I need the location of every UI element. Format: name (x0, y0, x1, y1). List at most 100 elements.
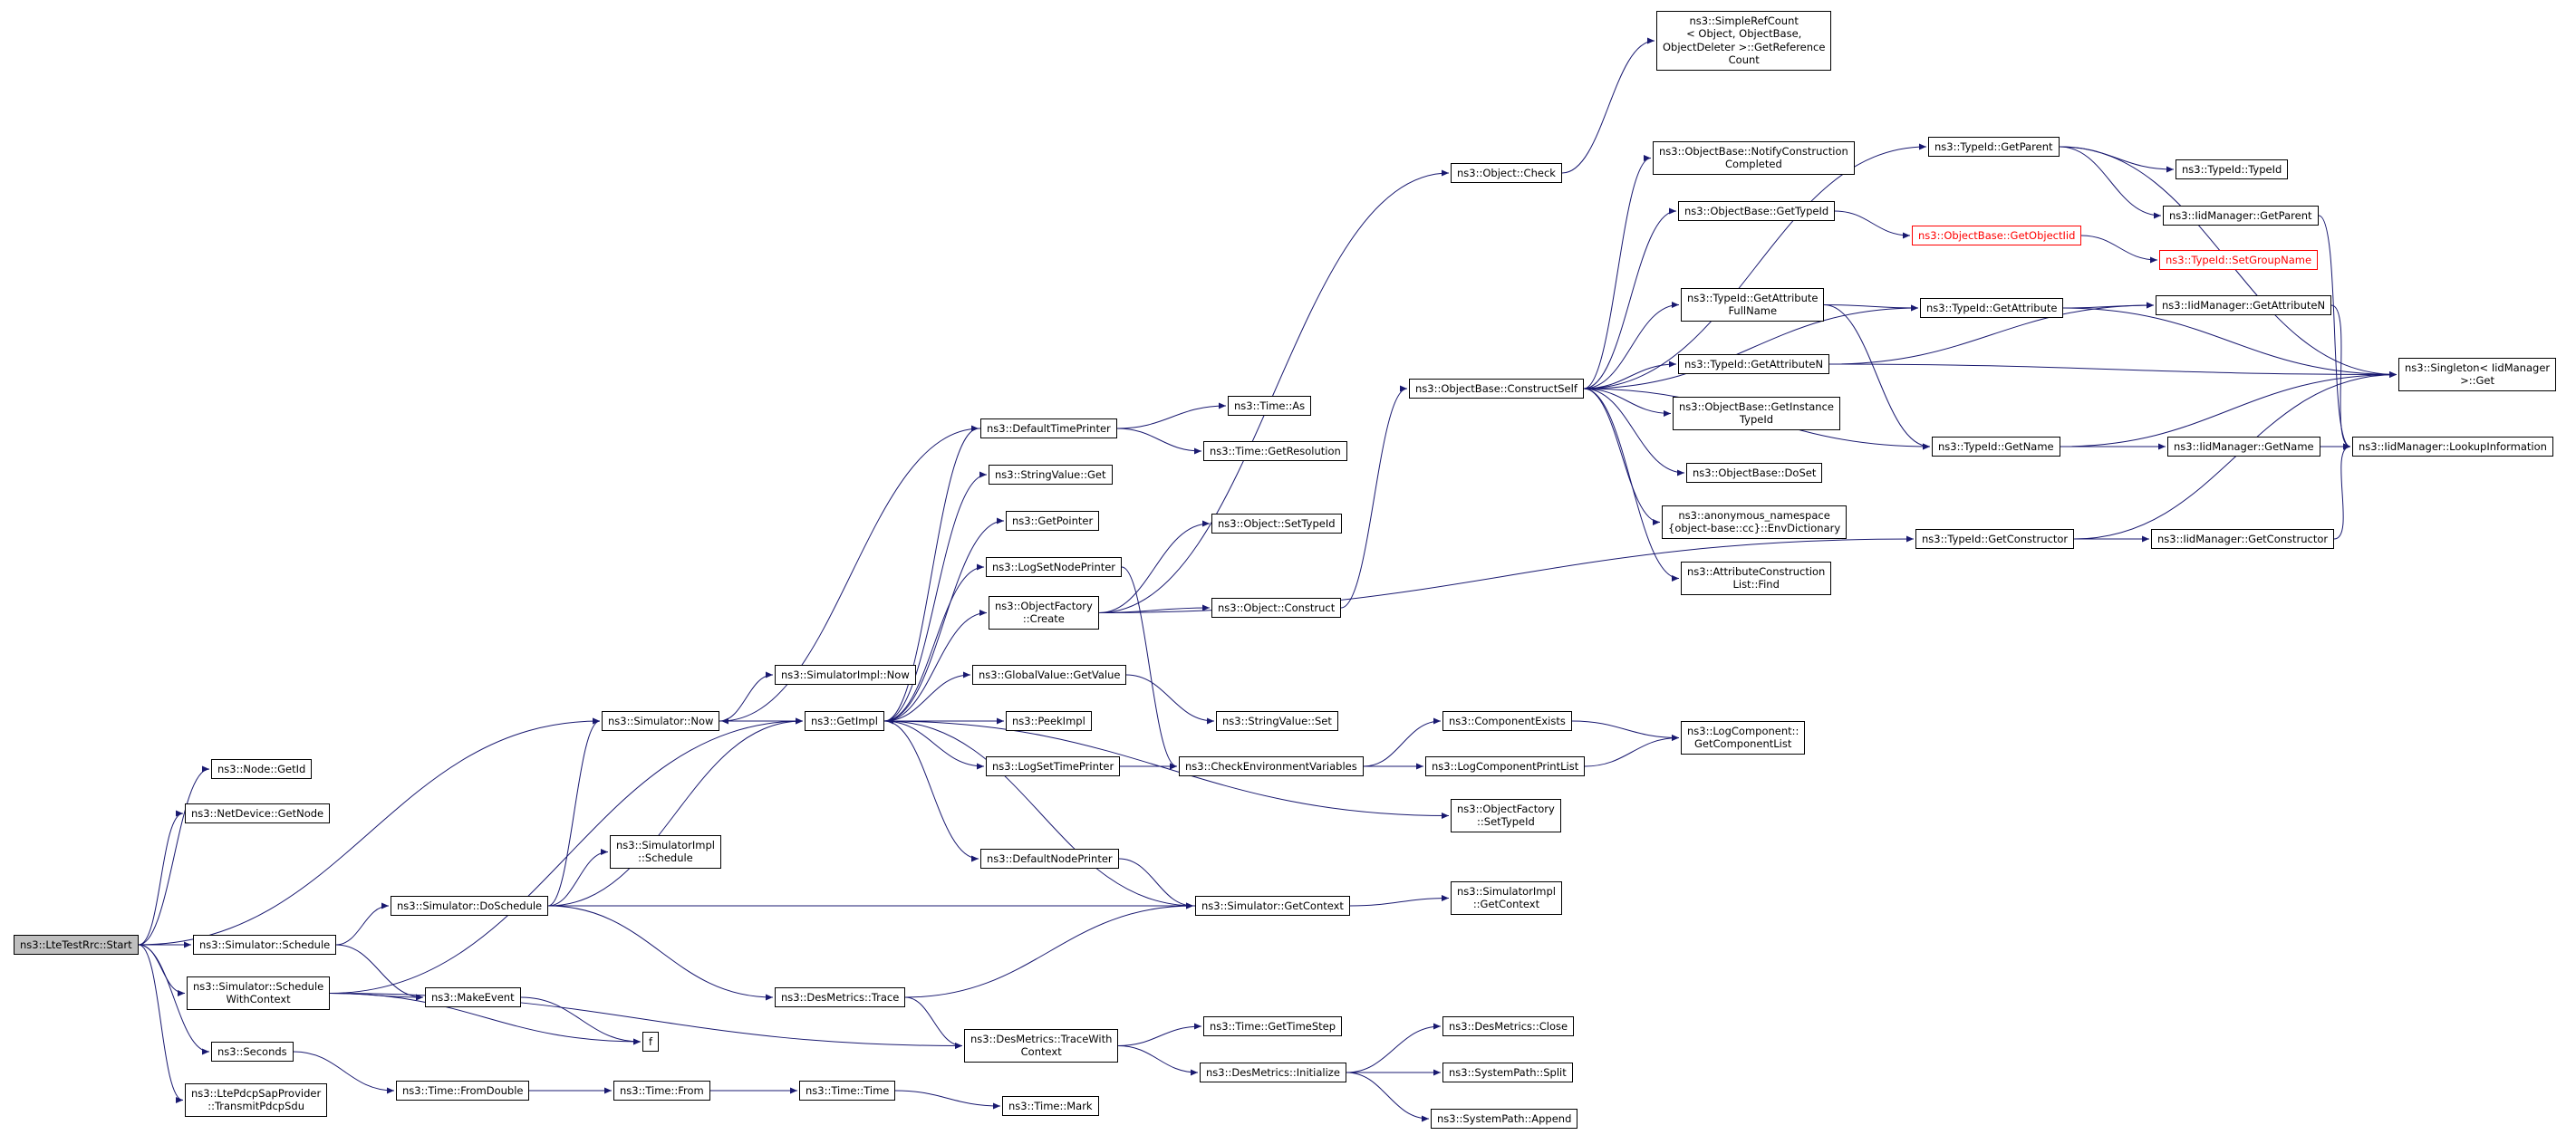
graph-node-des-init[interactable]: ns3::DesMetrics::Initialize (1200, 1063, 1346, 1083)
graph-edge-time-time-to-time-mark (894, 1090, 1001, 1110)
graph-node-tid-tid[interactable]: ns3::TypeId::TypeId (2176, 159, 2289, 180)
graph-node-time-gettimestep[interactable]: ns3::Time::GetTimeStep (1203, 1016, 1343, 1037)
graph-edge-construct-self-to-notify-construction (1583, 154, 1652, 390)
graph-node-node-getid[interactable]: ns3::Node::GetId (211, 759, 313, 780)
graph-node-obj-construct[interactable]: ns3::Object::Construct (1211, 598, 1342, 619)
graph-node-des-twc[interactable]: ns3::DesMetrics::TraceWith Context (964, 1029, 1119, 1063)
graph-node-obj-settypeid[interactable]: ns3::Object::SetTypeId (1211, 514, 1342, 534)
graph-node-log-set-node-printer[interactable]: ns3::LogSetNodePrinter (986, 557, 1123, 578)
graph-node-syspath-append[interactable]: ns3::SystemPath::Append (1431, 1109, 1578, 1130)
graph-node-env-dictionary[interactable]: ns3::anonymous_namespace {object-base::c… (1662, 505, 1848, 539)
graph-node-gv-getvalue[interactable]: ns3::GlobalValue::GetValue (972, 665, 1127, 686)
graph-node-iid-getparent[interactable]: ns3::IidManager::GetParent (2163, 206, 2319, 226)
graph-node-f[interactable]: f (642, 1032, 660, 1053)
graph-node-time-fromdouble[interactable]: ns3::Time::FromDouble (396, 1081, 530, 1101)
graph-edge-do-schedule-to-simimpl-schedule (547, 848, 609, 907)
graph-edge-make-event-to-f (520, 996, 642, 1045)
graph-node-sim-schedule[interactable]: ns3::Simulator::Schedule (193, 935, 337, 956)
graph-edge-get-impl-to-log-set-node-printer (883, 563, 985, 722)
graph-edge-check-env-to-component-exists (1363, 717, 1442, 767)
graph-node-construct-self[interactable]: ns3::ObjectBase::ConstructSelf (1409, 379, 1584, 399)
graph-node-ob-getinstance-tid[interactable]: ns3::ObjectBase::GetInstance TypeId (1673, 397, 1840, 430)
graph-node-transmit-pdcp[interactable]: ns3::LtePdcpSapProvider ::TransmitPdcpSd… (185, 1083, 328, 1117)
graph-node-netdev-getnode[interactable]: ns3::NetDevice::GetNode (185, 803, 331, 824)
graph-node-singleton-get[interactable]: ns3::Singleton< IidManager >::Get (2398, 358, 2557, 391)
graph-node-simimpl-now[interactable]: ns3::SimulatorImpl::Now (775, 665, 916, 686)
graph-edge-get-impl-to-of-settypeid (883, 720, 1450, 820)
graph-node-simimpl-getcontext[interactable]: ns3::SimulatorImpl ::GetContext (1451, 881, 1562, 915)
graph-edge-do-schedule-to-des-trace (547, 905, 774, 1001)
graph-edge-sim-schedule-to-make-event (335, 944, 424, 1001)
graph-node-iid-getattrn[interactable]: ns3::IidManager::GetAttributeN (2156, 295, 2332, 316)
graph-edge-sim-schedule-wc-to-f (329, 993, 642, 1045)
graph-edge-tid-getattrn-to-iid-getattrn (1828, 302, 2155, 365)
graph-node-tid-getname[interactable]: ns3::TypeId::GetName (1932, 437, 2060, 457)
graph-node-start[interactable]: ns3::LteTestRrc::Start (14, 935, 139, 956)
graph-node-iid-getconstructor[interactable]: ns3::IidManager::GetConstructor (2151, 529, 2335, 550)
graph-node-default-time-printer[interactable]: ns3::DefaultTimePrinter (980, 418, 1117, 439)
graph-node-stringvalue-get[interactable]: ns3::StringValue::Get (989, 465, 1113, 486)
graph-node-tid-getattr-fullname[interactable]: ns3::TypeId::GetAttribute FullName (1681, 288, 1825, 322)
graph-node-tid-getattrn[interactable]: ns3::TypeId::GetAttributeN (1678, 354, 1830, 375)
graph-node-get-component-list[interactable]: ns3::LogComponent:: GetComponentList (1681, 721, 1806, 755)
graph-node-sim-schedule-wc[interactable]: ns3::Simulator::Schedule WithContext (187, 976, 331, 1010)
graph-node-time-from[interactable]: ns3::Time::From (613, 1081, 710, 1101)
graph-edge-default-time-printer-to-time-getresolution (1116, 428, 1202, 455)
graph-edge-des-trace-to-sim-getcontext (904, 902, 1194, 998)
graph-node-simimpl-schedule[interactable]: ns3::SimulatorImpl ::Schedule (610, 835, 721, 869)
graph-node-time-as[interactable]: ns3::Time::As (1228, 396, 1312, 417)
graph-node-time-time[interactable]: ns3::Time::Time (799, 1081, 896, 1101)
graph-edge-tid-getattr-fullname-to-tid-getname (1823, 304, 1931, 450)
graph-edge-sim-schedule-to-do-schedule (335, 902, 390, 946)
graph-node-log-set-time-printer[interactable]: ns3::LogSetTimePrinter (986, 756, 1121, 777)
graph-edge-default-time-printer-to-sim-now (720, 428, 981, 725)
graph-node-ob-getobjectiid[interactable]: ns3::ObjectBase::GetObjectIid (1912, 226, 2082, 246)
graph-node-sim-getcontext[interactable]: ns3::Simulator::GetContext (1195, 896, 1350, 917)
graph-node-of-settypeid[interactable]: ns3::ObjectFactory ::SetTypeId (1451, 799, 1561, 832)
graph-node-default-node-printer[interactable]: ns3::DefaultNodePrinter (980, 849, 1119, 870)
graph-node-iid-getname[interactable]: ns3::IidManager::GetName (2167, 437, 2320, 457)
graph-edge-construct-self-to-tid-getattribute (1583, 304, 1919, 390)
graph-node-des-close[interactable]: ns3::DesMetrics::Close (1442, 1016, 1575, 1037)
graph-edge-construct-self-to-ob-getinstance-tid (1583, 388, 1672, 418)
graph-edge-get-impl-to-stringvalue-get (883, 471, 988, 722)
graph-edge-do-schedule-to-sim-now (547, 717, 601, 907)
graph-node-ob-doset[interactable]: ns3::ObjectBase::DoSet (1686, 463, 1823, 484)
graph-node-tid-setgroupname[interactable]: ns3::TypeId::SetGroupName (2159, 250, 2319, 271)
graph-node-acl-find[interactable]: ns3::AttributeConstruction List::Find (1681, 562, 1832, 595)
graph-node-notify-construction[interactable]: ns3::ObjectBase::NotifyConstruction Comp… (1653, 141, 1855, 175)
graph-node-sim-now[interactable]: ns3::Simulator::Now (602, 711, 720, 732)
graph-edge-start-to-sim-schedule-wc (138, 944, 186, 997)
graph-node-log-component-print-list[interactable]: ns3::LogComponentPrintList (1425, 756, 1586, 777)
graph-node-of-create[interactable]: ns3::ObjectFactory ::Create (989, 596, 1099, 630)
graph-edge-sim-getcontext-to-simimpl-getcontext (1349, 894, 1450, 907)
graph-node-tid-getparent[interactable]: ns3::TypeId::GetParent (1928, 137, 2060, 158)
graph-node-stringvalue-set[interactable]: ns3::StringValue::Set (1216, 711, 1338, 732)
graph-node-time-mark[interactable]: ns3::Time::Mark (1002, 1096, 1099, 1117)
graph-node-tid-getconstructor[interactable]: ns3::TypeId::GetConstructor (1915, 529, 2075, 550)
graph-edge-obj-construct-to-construct-self (1340, 385, 1408, 609)
graph-edge-get-impl-to-get-pointer (883, 517, 1005, 722)
graph-node-time-getresolution[interactable]: ns3::Time::GetResolution (1203, 441, 1347, 462)
graph-node-make-event[interactable]: ns3::MakeEvent (425, 987, 521, 1008)
graph-edge-do-schedule-to-get-impl (547, 717, 804, 907)
graph-node-get-refcount[interactable]: ns3::SimpleRefCount < Object, ObjectBase… (1656, 11, 1832, 71)
graph-node-ob-gettypeid[interactable]: ns3::ObjectBase::GetTypeId (1678, 201, 1836, 222)
graph-node-component-exists[interactable]: ns3::ComponentExists (1442, 711, 1572, 732)
graph-node-obj-check[interactable]: ns3::Object::Check (1451, 163, 1562, 184)
graph-node-des-trace[interactable]: ns3::DesMetrics::Trace (775, 987, 906, 1008)
graph-node-get-pointer[interactable]: ns3::GetPointer (1006, 511, 1100, 532)
graph-node-peek-impl[interactable]: ns3::PeekImpl (1006, 711, 1092, 732)
graph-edge-iid-getconstructor-to-iid-lookupinfo (2333, 443, 2351, 540)
graph-node-seconds[interactable]: ns3::Seconds (211, 1042, 294, 1063)
graph-node-syspath-split[interactable]: ns3::SystemPath::Split (1442, 1063, 1573, 1083)
graph-edge-construct-self-to-ob-doset (1583, 388, 1685, 476)
graph-node-tid-getattribute[interactable]: ns3::TypeId::GetAttribute (1920, 298, 2064, 319)
graph-node-do-schedule[interactable]: ns3::Simulator::DoSchedule (391, 896, 549, 917)
graph-node-get-impl[interactable]: ns3::GetImpl (805, 711, 884, 732)
graph-node-check-env[interactable]: ns3::CheckEnvironmentVariables (1179, 756, 1364, 777)
graph-edge-get-impl-to-gv-getvalue (883, 671, 971, 722)
graph-node-iid-lookupinfo[interactable]: ns3::IidManager::LookupInformation (2352, 437, 2553, 457)
graph-edge-start-to-netdev-getnode (138, 810, 184, 946)
